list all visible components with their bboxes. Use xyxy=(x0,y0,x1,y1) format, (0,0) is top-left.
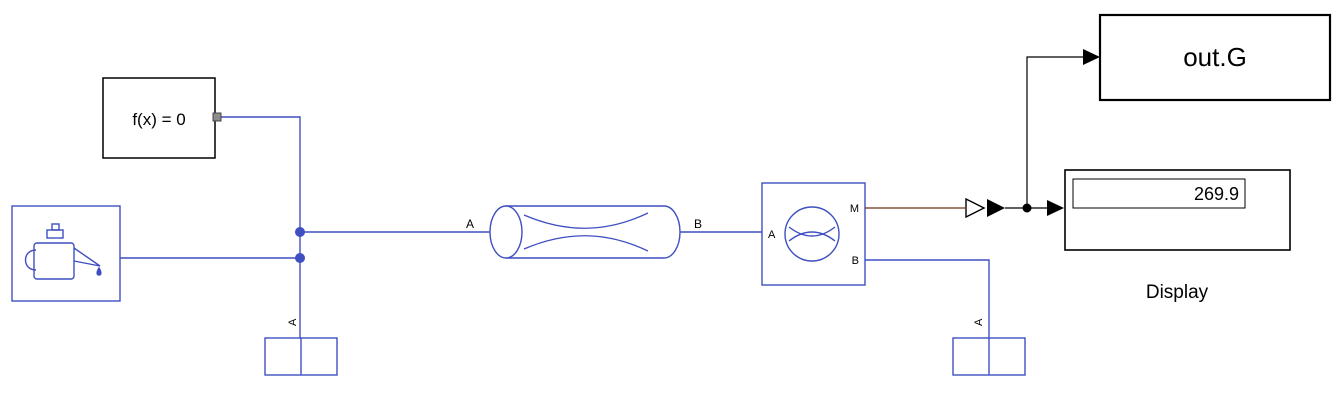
branch-dot xyxy=(295,227,305,237)
reservoir-block[interactable] xyxy=(11,205,121,302)
meter-port-a-label: A xyxy=(768,229,776,241)
flow-meter-block[interactable]: A M B xyxy=(761,182,866,286)
pipe-port-a-label: A xyxy=(466,217,474,231)
meter-port-b-label: B xyxy=(852,255,859,267)
display-value-box xyxy=(1072,178,1246,209)
connection-port-block-right[interactable] xyxy=(952,337,1026,376)
oil-can-icon xyxy=(24,223,102,280)
venturi-icon xyxy=(523,212,649,252)
ps-simulink-converter-block[interactable] xyxy=(965,197,986,219)
solver-port-square xyxy=(212,112,222,122)
wire-meter-b-to-port[interactable] xyxy=(865,259,990,338)
display-block[interactable]: 269.9 xyxy=(1064,169,1291,251)
converter-output-arrow xyxy=(987,199,1005,217)
branch-dot xyxy=(295,253,305,263)
meter-port-m-label: M xyxy=(850,203,859,215)
display-value: 269.9 xyxy=(1194,184,1239,204)
arrowhead-outport xyxy=(1083,49,1100,65)
connection-port-block-left[interactable] xyxy=(264,337,338,376)
pipe-port-b-label: B xyxy=(694,217,702,231)
flow-meter-icon xyxy=(784,206,840,262)
display-name-label: Display xyxy=(1146,282,1209,303)
pipe-block[interactable] xyxy=(489,205,681,259)
port-left-label: A xyxy=(287,318,299,326)
signal-branch-dot xyxy=(1022,203,1032,213)
wire-solver-to-junction[interactable] xyxy=(221,116,301,338)
solver-configuration-block[interactable]: f(x) = 0 xyxy=(102,77,222,159)
arrowhead-display xyxy=(1047,200,1064,216)
outport-label: out.G xyxy=(1183,42,1247,72)
port-right-label: A xyxy=(973,318,985,326)
solver-label: f(x) = 0 xyxy=(132,110,185,129)
signal-wire-to-outport[interactable] xyxy=(1026,56,1083,208)
outport-block[interactable]: out.G xyxy=(1098,13,1332,102)
